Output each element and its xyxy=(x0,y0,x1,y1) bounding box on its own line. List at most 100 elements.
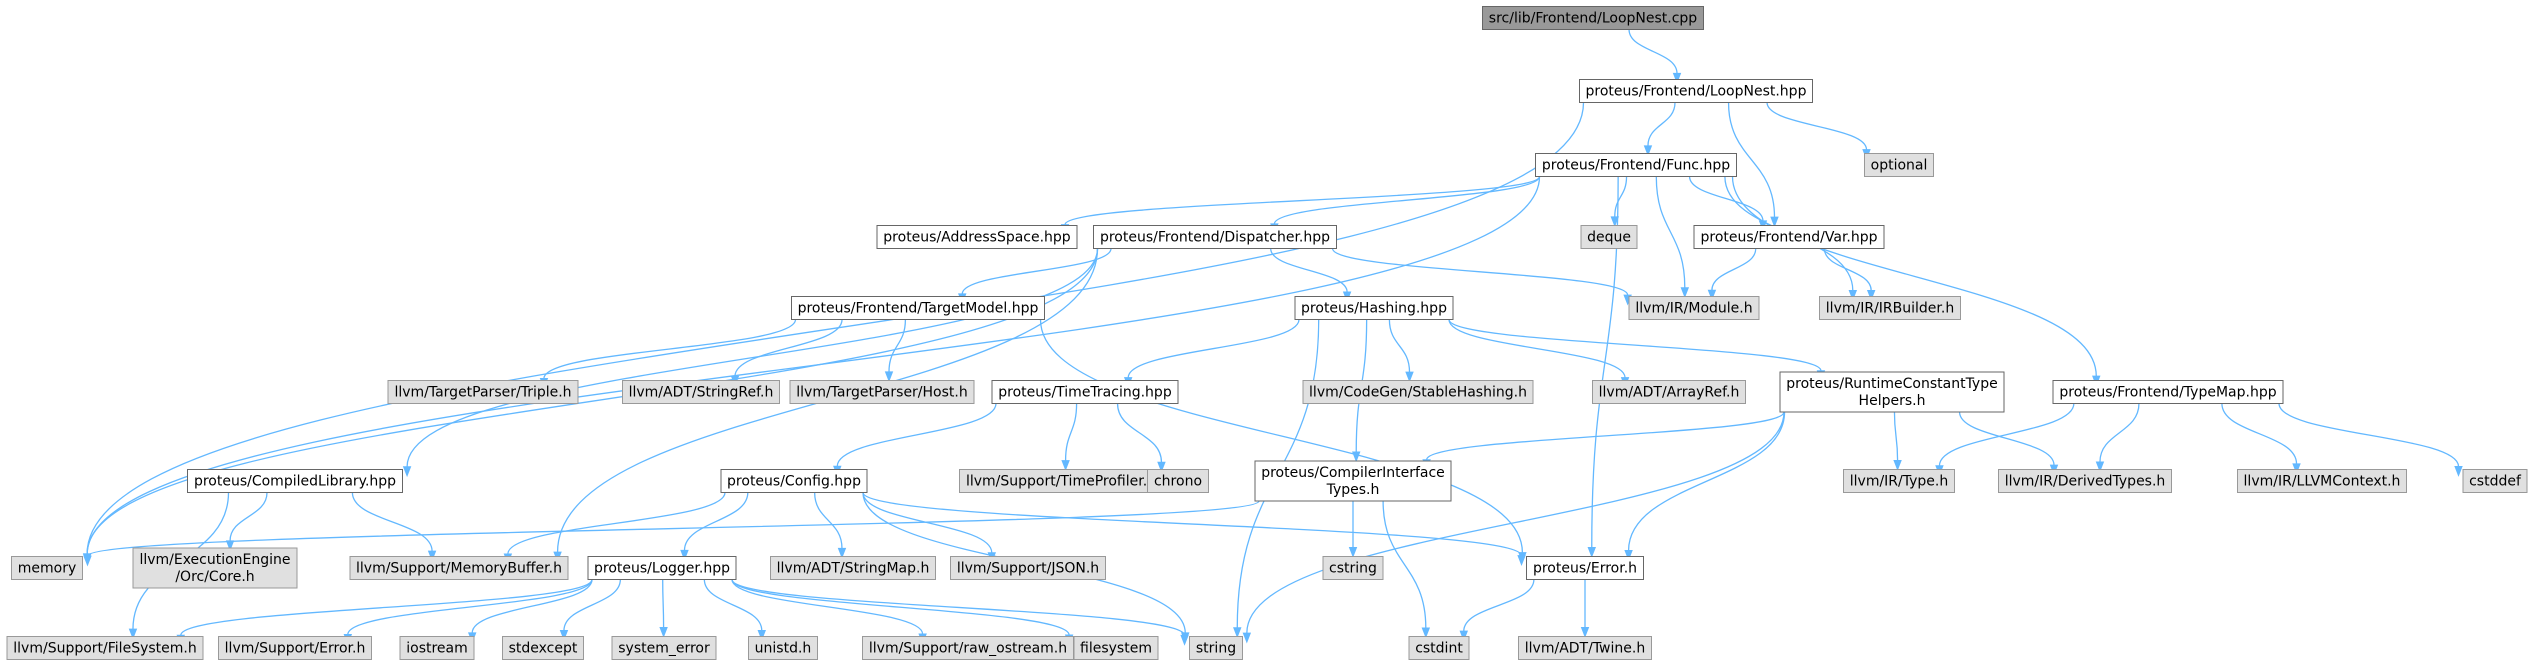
node-stablehashing-h: llvm/CodeGen/StableHashing.h xyxy=(1302,380,1534,404)
node-dispatcher-hpp[interactable]: proteus/Frontend/Dispatcher.hpp xyxy=(1093,225,1337,249)
node-compiledlibrary-hpp[interactable]: proteus/CompiledLibrary.hpp xyxy=(187,469,403,493)
node-label: proteus/Frontend/Func.hpp xyxy=(1542,158,1730,174)
node-box xyxy=(587,556,737,580)
node-label: proteus/RuntimeConstantType xyxy=(1786,376,1997,392)
edge-line xyxy=(731,579,1186,636)
node-label: llvm/IR/Type.h xyxy=(1850,474,1948,490)
node-memorybuffer-h: llvm/Support/MemoryBuffer.h xyxy=(349,556,569,580)
edge-dispatcher-hpp-to-ir-module xyxy=(1331,248,1632,306)
node-timetracing-hpp[interactable]: proteus/TimeTracing.hpp xyxy=(991,380,1179,404)
edge-arrowhead xyxy=(1180,634,1189,646)
edge-line xyxy=(662,579,665,628)
edge-arrowhead xyxy=(884,371,894,383)
node-label: llvm/Support/FileSystem.h xyxy=(13,641,196,657)
node-box xyxy=(770,556,936,580)
node-label: string xyxy=(1196,641,1236,657)
edge-line xyxy=(406,248,1099,467)
node-config-hpp[interactable]: proteus/Config.hpp xyxy=(720,469,868,493)
node-twine-h: llvm/ADT/Twine.h xyxy=(1518,636,1652,660)
node-box xyxy=(876,225,1078,249)
edge-line xyxy=(347,579,593,635)
edge-arrowhead xyxy=(1459,630,1468,642)
edge-arrowhead xyxy=(680,549,689,561)
node-hashing-hpp[interactable]: proteus/Hashing.hpp xyxy=(1294,296,1454,320)
node-box xyxy=(387,380,579,404)
edge-line xyxy=(836,403,997,467)
node-stringmap-h: llvm/ADT/StringMap.h xyxy=(770,556,936,580)
node-box xyxy=(1073,636,1159,660)
node-error-h[interactable]: proteus/Error.h xyxy=(1526,556,1644,580)
edges-layer xyxy=(82,29,2463,646)
edge-arrowhead xyxy=(1348,547,1358,558)
node-label: system_error xyxy=(618,641,710,657)
node-ir-type-h: llvm/IR/Type.h xyxy=(1843,469,1955,493)
edge-arrowhead xyxy=(1351,451,1361,463)
edge-arrowhead xyxy=(1707,289,1717,301)
edge-targetmodel-hpp-to-host-h xyxy=(884,319,907,383)
node-targetmodel-hpp[interactable]: proteus/Frontend/TargetModel.hpp xyxy=(791,296,1045,320)
edge-rtconst-h-to-ir-type-h xyxy=(1893,411,1902,471)
edge-arrowhead xyxy=(837,547,847,559)
node-box xyxy=(187,469,403,493)
edge-func-hpp-to-typemap-hpp xyxy=(1731,176,2101,387)
node-box xyxy=(791,296,1045,320)
node-loopnest-hpp[interactable]: proteus/Frontend/LoopNest.hpp xyxy=(1579,79,1813,103)
node-label: proteus/Error.h xyxy=(1533,561,1637,577)
node-box xyxy=(218,636,372,660)
edge-arrowhead xyxy=(1421,627,1431,639)
node-llvmcontext-h: llvm/IR/LLVMContext.h xyxy=(2237,469,2407,493)
edge-arrowhead xyxy=(1624,550,1633,561)
edge-line xyxy=(351,492,433,552)
edge-arrowhead xyxy=(1610,216,1619,228)
edge-line xyxy=(1958,411,2055,466)
node-box xyxy=(789,380,975,404)
edge-line xyxy=(1938,403,2075,466)
node-filesystem: filesystem xyxy=(1073,636,1159,660)
node-var-hpp[interactable]: proteus/Frontend/Var.hpp xyxy=(1693,225,1885,249)
edge-config-hpp-to-logger-hpp xyxy=(680,492,749,561)
node-label: Types.h xyxy=(1326,482,1380,498)
node-box xyxy=(1189,636,1243,660)
node-label: proteus/Frontend/TypeMap.hpp xyxy=(2059,385,2276,401)
node-box xyxy=(1628,296,1760,320)
edge-line xyxy=(731,579,1070,636)
edge-line xyxy=(180,579,593,636)
node-box xyxy=(622,380,780,404)
edge-line xyxy=(888,319,907,372)
edge-error-h-to-cstdint xyxy=(1459,579,1535,642)
node-loopnest-cpp: src/lib/Frontend/LoopNest.cpp xyxy=(1482,6,1704,30)
edge-line xyxy=(1246,411,1785,634)
node-box xyxy=(132,547,298,589)
edge-error-h-to-twine-h xyxy=(1580,579,1590,638)
node-func-hpp[interactable]: proteus/Frontend/Func.hpp xyxy=(1535,153,1737,177)
edge-line xyxy=(1655,176,1686,288)
node-label: llvm/ADT/ArrayRef.h xyxy=(1599,385,1740,401)
node-unistd-h: unistd.h xyxy=(748,636,818,660)
node-label: llvm/Support/TimeProfiler.h xyxy=(966,474,1156,490)
edge-compiledlibrary-hpp-to-memorybuffer-h xyxy=(351,492,437,562)
node-addressspace-hpp[interactable]: proteus/AddressSpace.hpp xyxy=(876,225,1078,249)
node-box xyxy=(1294,296,1454,320)
node-typemap-hpp[interactable]: proteus/Frontend/TypeMap.hpp xyxy=(2052,380,2284,404)
node-box xyxy=(720,469,868,493)
node-box xyxy=(11,556,83,580)
node-label: proteus/Logger.hpp xyxy=(594,561,730,577)
node-label: chrono xyxy=(1154,474,1202,490)
edge-func-hpp-to-ir-module xyxy=(1655,176,1690,299)
node-logger-hpp[interactable]: proteus/Logger.hpp xyxy=(587,556,737,580)
node-deque: deque xyxy=(1580,225,1638,249)
node-box xyxy=(950,556,1106,580)
edge-line xyxy=(1647,102,1676,146)
edge-line xyxy=(731,579,924,635)
node-string: string xyxy=(1189,636,1243,660)
node-chrono: chrono xyxy=(1147,469,1209,493)
node-label: proteus/CompiledLibrary.hpp xyxy=(194,474,396,490)
edge-dispatcher-hpp-to-targetmodel-hpp xyxy=(958,248,1112,305)
edge-line xyxy=(86,500,1260,557)
node-box xyxy=(1864,153,1934,177)
node-label: deque xyxy=(1587,230,1631,246)
node-box xyxy=(1819,296,1961,320)
edge-line xyxy=(1270,248,1348,293)
